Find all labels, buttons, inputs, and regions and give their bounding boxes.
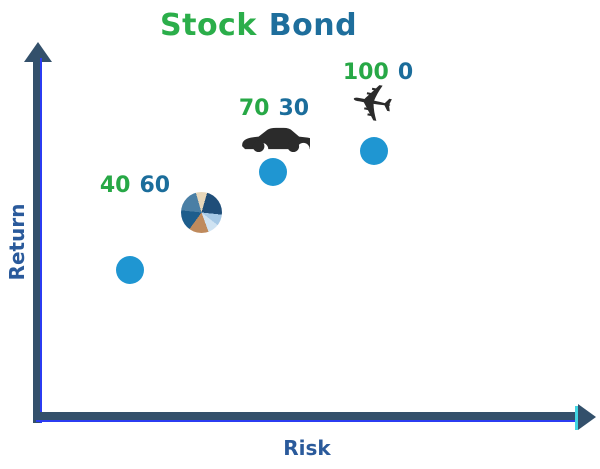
scatter-marker-40-60[interactable] [116,256,144,284]
bond-value: 0 [397,60,414,85]
chart-title: Stock Bond [160,8,357,43]
bond-value: 60 [139,173,171,198]
x-axis-label: Risk [283,436,331,460]
allocation-label-70-30: 70 30 [236,96,312,121]
allocation-label-100-0: 100 0 [338,60,418,85]
stock-value: 40 [99,173,131,198]
bond-value: 30 [278,96,310,121]
stock-value: 100 [342,60,389,85]
car-icon [240,126,310,153]
y-axis-line [33,58,42,423]
title-stock: Stock [160,8,257,43]
y-axis-label: Return [5,203,29,281]
y-axis-arrow-icon [24,42,52,62]
allocation-label-40-60: 40 60 [95,173,175,198]
x-axis-arrow-icon [578,404,596,430]
scatter-marker-100-0[interactable] [360,137,388,165]
x-axis-line [36,412,578,422]
x-axis-arrow-accent [575,406,578,430]
title-bond: Bond [268,8,358,43]
scatter-marker-70-30[interactable] [259,158,287,186]
pie-chart-icon [181,192,222,233]
stock-value: 70 [238,96,270,121]
